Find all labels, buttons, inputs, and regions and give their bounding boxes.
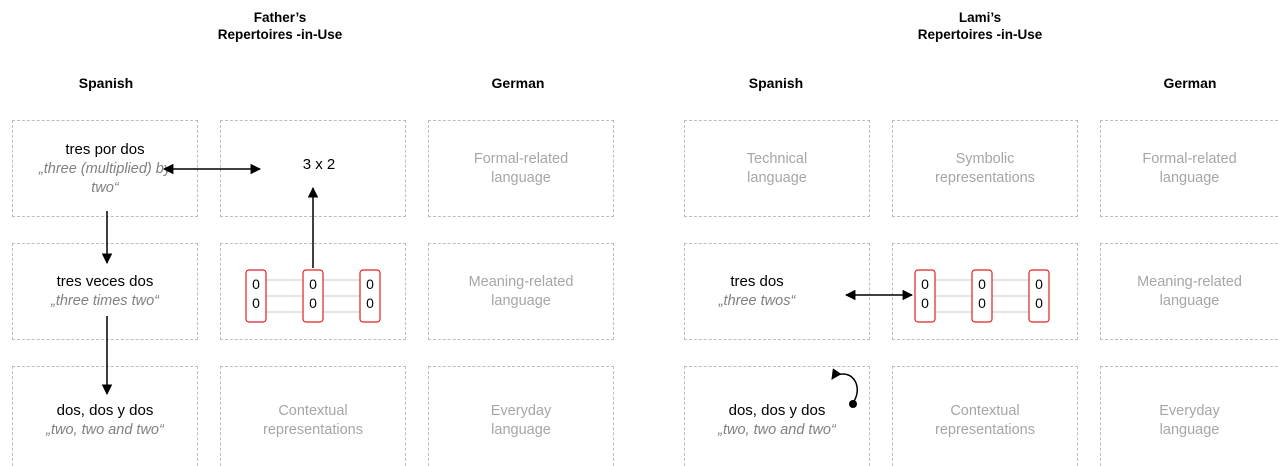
father-pictogram-dot: 0: [309, 276, 317, 292]
lami-two-two-and-two: „two, two and two“: [718, 422, 836, 438]
lami-pictogram-group-box: [1028, 269, 1050, 323]
lami-pictogram-dot: 0: [1035, 276, 1043, 292]
lami-everyday-spanish-cell: dos, dos y dos „two, two and two“: [684, 366, 870, 466]
lami-pictogram-dot: 0: [978, 276, 986, 292]
lami-symbolic-cell: Symbolic representations: [892, 120, 1078, 217]
father-title-line1: Father’s: [253, 10, 307, 25]
father-technical-language-cell: tres por dos „three (multiplied) by two“: [12, 120, 198, 217]
father-everyday-spanish-cell: dos, dos y dos „two, two and two“: [12, 366, 198, 466]
lami-meaning-spanish-cell: tres dos „three twos“: [684, 243, 870, 340]
lami-contextual-label: Contextual representations: [935, 402, 1035, 438]
father-3x2: 3 x 2: [302, 155, 336, 173]
father-meaning-label: Meaning-related language: [468, 273, 574, 309]
father-dos-dos-y-dos: dos, dos y dos: [56, 402, 154, 419]
lami-formal-label: Formal-related language: [1142, 150, 1237, 186]
father-contextual-cell: Contextual representations: [220, 366, 406, 466]
lami-contextual-cell: Contextual representations: [892, 366, 1078, 466]
father-panel-title: Father’s Repertoires -in-Use: [180, 9, 380, 43]
lami-technical-cell: Technical language: [684, 120, 870, 217]
father-tres-por-dos: tres por dos: [65, 140, 145, 158]
father-contextual-label: Contextual representations: [263, 402, 363, 438]
lami-tres-dos: tres dos: [730, 273, 784, 290]
lami-title-line1: Lami’s: [958, 10, 1002, 25]
lami-technical-label: Technical language: [746, 150, 808, 186]
father-meaning-spanish-cell: tres veces dos „three times two“: [12, 243, 198, 340]
lami-meaning-german-cell: Meaning-related language: [1100, 243, 1278, 340]
father-tres-veces-dos: tres veces dos: [56, 273, 154, 290]
father-pictogram-dot: 0: [252, 276, 260, 292]
father-pictogram-dot: 0: [366, 276, 374, 292]
lami-curved-arrow: [831, 368, 858, 405]
lami-pictogram-dot: 0: [921, 276, 929, 292]
lami-pictogram-dot: 0: [978, 295, 986, 311]
father-pictogram-group-box: [359, 269, 381, 323]
father-formal-label: Formal-related language: [473, 150, 569, 186]
lami-pictogram-dot: 0: [921, 295, 929, 311]
father-everyday-label: Everyday language: [490, 402, 552, 438]
father-title-line2: Repertoires -in-Use: [217, 27, 343, 42]
father-german-heading: German: [491, 75, 545, 91]
father-pictogram-dot: 0: [252, 295, 260, 311]
lami-pictogram-group-box: [971, 269, 993, 323]
father-everyday-german-cell: Everyday language: [428, 366, 614, 466]
father-formal-cell: Formal-related language: [428, 120, 614, 217]
lami-everyday-german-cell: Everyday language: [1100, 366, 1278, 466]
lami-formal-cell: Formal-related language: [1100, 120, 1278, 217]
lami-pictogram: 0 0 0 0 0 0: [914, 269, 1050, 323]
father-three-times-two: „three times two“: [51, 293, 159, 309]
father-three-multiplied-by-two: „three (multiplied) by two“: [38, 160, 172, 196]
lami-spanish-heading: Spanish: [748, 75, 804, 91]
father-pictogram-group-box: [245, 269, 267, 323]
lami-everyday-label: Everyday language: [1159, 402, 1220, 438]
father-meaning-german-cell: Meaning-related language: [428, 243, 614, 340]
lami-meaning-label: Meaning-related language: [1137, 273, 1242, 309]
lami-dos-dos-y-dos: dos, dos y dos: [728, 402, 826, 419]
lami-curved-arrow-dot: [849, 400, 857, 408]
lami-pictogram-dot: 0: [1035, 295, 1043, 311]
father-pictogram-dot: 0: [309, 295, 317, 311]
lami-symbolic-label: Symbolic representations: [935, 150, 1035, 186]
lami-panel-title: Lami’s Repertoires -in-Use: [880, 9, 1080, 43]
father-spanish-heading: Spanish: [78, 75, 134, 91]
father-two-two-and-two: „two, two and two“: [46, 422, 164, 438]
lami-title-line2: Repertoires -in-Use: [917, 27, 1043, 42]
lami-pictogram-group-box: [914, 269, 936, 323]
father-pictogram-group-box: [302, 269, 324, 323]
lami-three-twos: „three twos“: [718, 293, 796, 309]
father-pictogram-dot: 0: [366, 295, 374, 311]
father-pictogram: 0 0 0 0 0 0: [245, 269, 381, 323]
lami-german-heading: German: [1163, 75, 1217, 91]
